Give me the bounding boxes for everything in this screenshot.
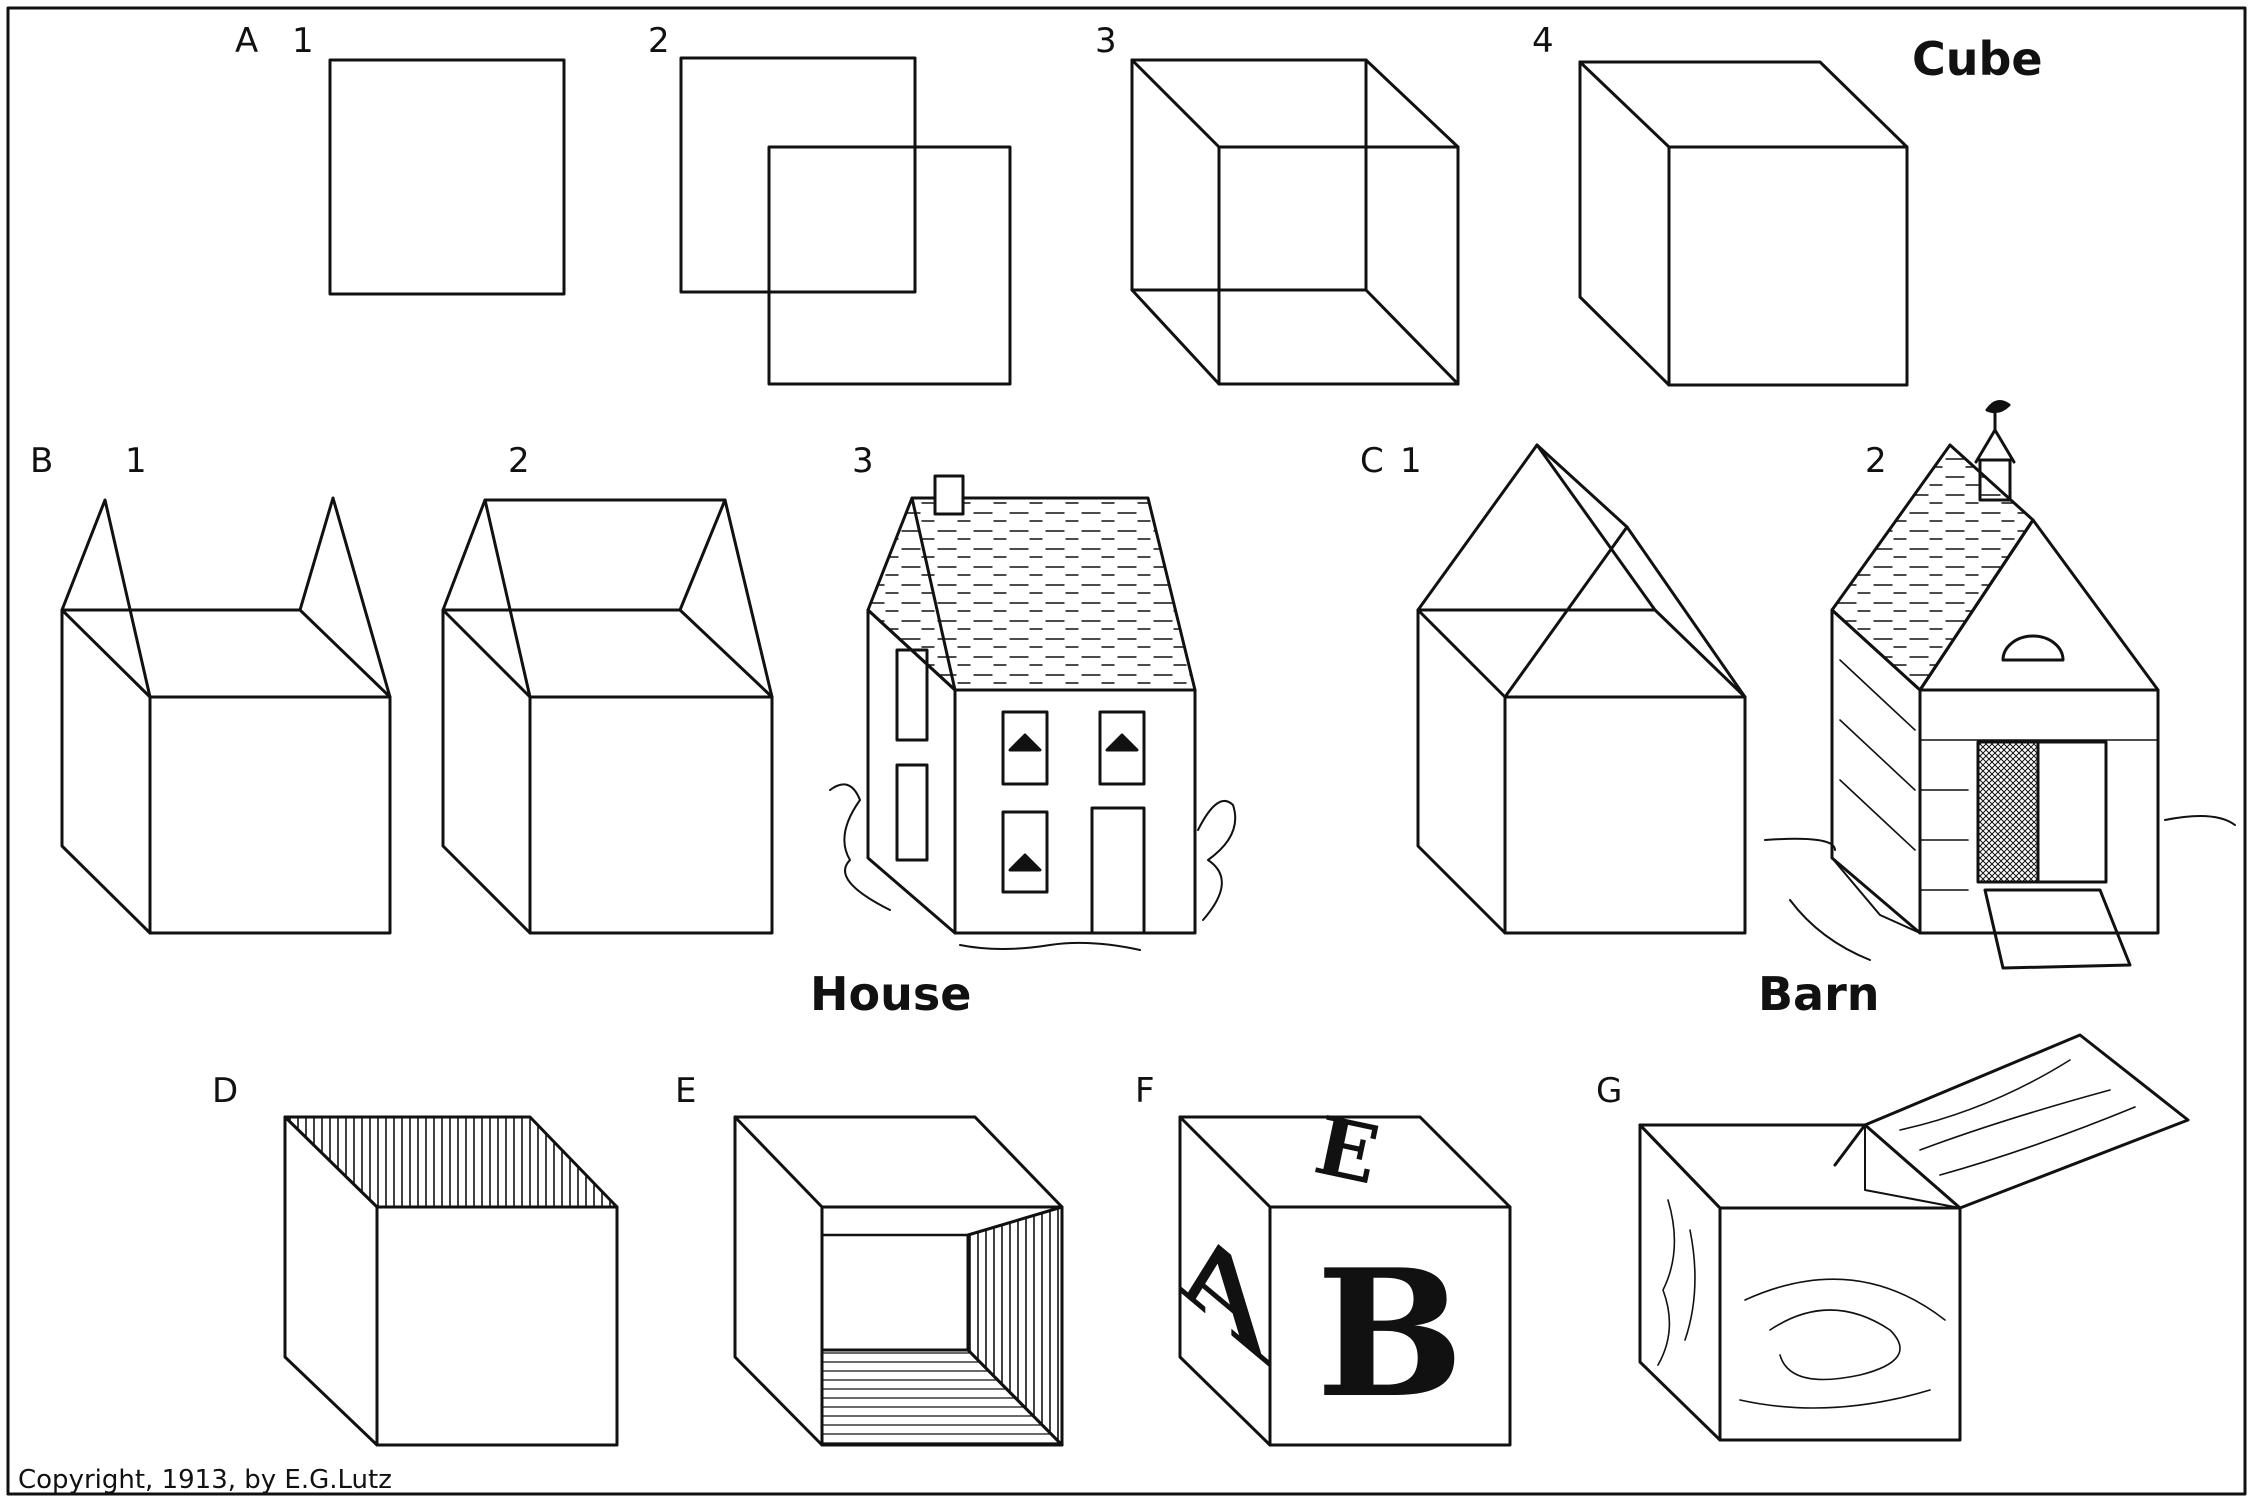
house-door <box>1090 806 1146 935</box>
barn-cupola <box>1978 458 2012 502</box>
barn-front-wall <box>1918 688 2160 935</box>
label-f: F <box>1135 1071 1155 1111</box>
house-window-3 <box>1001 810 1049 894</box>
block-letter-front: B <box>1316 1232 1464 1437</box>
house-front-wall <box>953 688 1197 935</box>
open-box-e <box>733 1115 1064 1447</box>
title-barn: Barn <box>1758 967 1880 1021</box>
label-b3: 3 <box>852 441 874 481</box>
label-a4: 4 <box>1532 21 1554 61</box>
barn-ramp <box>1983 888 2132 970</box>
label-b1: 1 <box>125 441 147 481</box>
label-b: B <box>30 441 53 481</box>
cube-a3 <box>1130 58 1460 386</box>
weathervane-icon <box>1985 399 2011 414</box>
label-a2: 2 <box>648 21 670 61</box>
label-a3: 3 <box>1095 21 1117 61</box>
copyright-text: Copyright, 1913, by E.G.Lutz <box>18 1465 392 1495</box>
title-house: House <box>810 967 971 1021</box>
open-box-d <box>283 1115 619 1447</box>
barn-drawing <box>1764 399 2236 970</box>
block-letter-left: A <box>1181 1191 1269 1394</box>
label-c: C <box>1360 441 1384 481</box>
plate-border <box>6 6 2247 1496</box>
roof-step-b1 <box>60 496 392 935</box>
cube-a1 <box>328 58 566 296</box>
label-c1: 1 <box>1400 441 1422 481</box>
label-d: D <box>212 1071 238 1111</box>
cube-a2 <box>679 56 1012 386</box>
house-drawing <box>829 474 1237 951</box>
barn-cupola-cap <box>1974 428 2016 464</box>
label-g: G <box>1596 1071 1622 1111</box>
roof-step-c1 <box>1416 443 1747 935</box>
label-e: E <box>675 1071 696 1111</box>
alphabet-block-f: E A B <box>1178 1098 1512 1447</box>
label-b2: 2 <box>508 441 530 481</box>
wooden-box-g <box>1638 1033 2190 1442</box>
house-window-1 <box>1001 710 1049 786</box>
label-a1: 1 <box>292 21 314 61</box>
barn-door <box>2036 740 2108 884</box>
house-side-window-upper <box>895 648 929 742</box>
title-cube: Cube <box>1912 32 2043 86</box>
barn-doorway <box>1976 740 2040 884</box>
box-front <box>1718 1206 1962 1442</box>
house-side-window-lower <box>895 763 929 862</box>
barn-loft-window <box>2001 634 2065 662</box>
house-chimney <box>933 474 965 516</box>
block-letter-top: E <box>1307 1098 1386 1203</box>
roof-step-b2 <box>441 498 774 935</box>
label-c2: 2 <box>1865 441 1887 481</box>
cube-a4 <box>1578 60 1909 387</box>
label-a: A <box>235 21 258 61</box>
house-window-2 <box>1098 710 1146 786</box>
